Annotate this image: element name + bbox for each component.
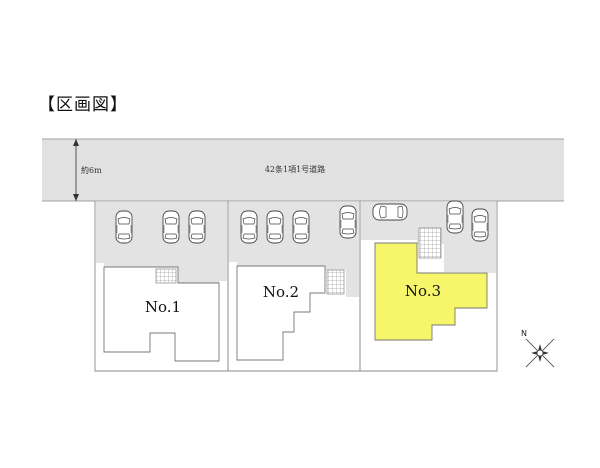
building-lot-2: No.2 (236, 265, 345, 361)
car-icon (292, 210, 310, 244)
car-icon (162, 210, 180, 244)
highlighted-building (374, 242, 488, 341)
car-icon (446, 200, 464, 234)
road-width-label: 約6m (81, 165, 102, 175)
car-icon (266, 210, 284, 244)
road-label: 42条1項1号道路 (265, 164, 325, 174)
car-icon (339, 205, 357, 239)
entrance-steps (418, 227, 442, 259)
car-icon (115, 210, 133, 244)
parking-area-lot-2 (229, 202, 359, 297)
lot-outlines (94, 201, 498, 372)
entrance-steps (326, 269, 345, 295)
entrance-steps (155, 268, 177, 284)
road: 42条1項1号道路 約6m (42, 138, 564, 202)
north-label: N (521, 329, 527, 338)
compass-north-icon: N (521, 329, 555, 368)
car-icon (188, 210, 206, 244)
car-icon (471, 208, 489, 242)
road-surface (42, 139, 564, 201)
lot-label-2: No.2 (263, 283, 299, 301)
lot-label-1: No.1 (145, 298, 181, 316)
building-lot-1: No.1 (103, 266, 220, 362)
car-icon (372, 203, 408, 221)
diagram-title: 【区画図】 (38, 95, 128, 115)
lot-label-3: No.3 (405, 282, 441, 300)
building-lot-3: No.3 (374, 227, 488, 341)
road-width-dimension: 約6m (73, 139, 102, 201)
car-icon (240, 210, 258, 244)
